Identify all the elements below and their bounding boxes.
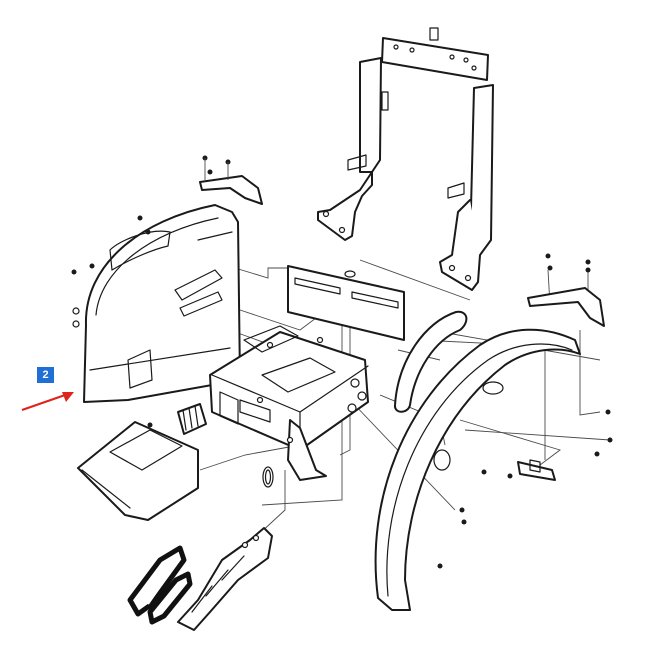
step-bracket [177,527,273,631]
left-fender-panel [71,204,241,403]
curved-seal [394,310,468,413]
step-tread-left [127,545,193,625]
floor-plate [77,421,199,521]
right-bracket [527,253,605,327]
left-bracket [199,155,263,205]
oval-grommet [262,466,274,488]
right-fender [374,328,581,611]
chassis-housing [209,325,369,481]
callout-arrow [21,392,74,412]
part-callout-badge: 2 [37,367,54,383]
right-clamp [459,409,613,525]
rops-frame [317,27,494,291]
rear-plate [287,265,405,341]
rubber-block [177,403,207,435]
